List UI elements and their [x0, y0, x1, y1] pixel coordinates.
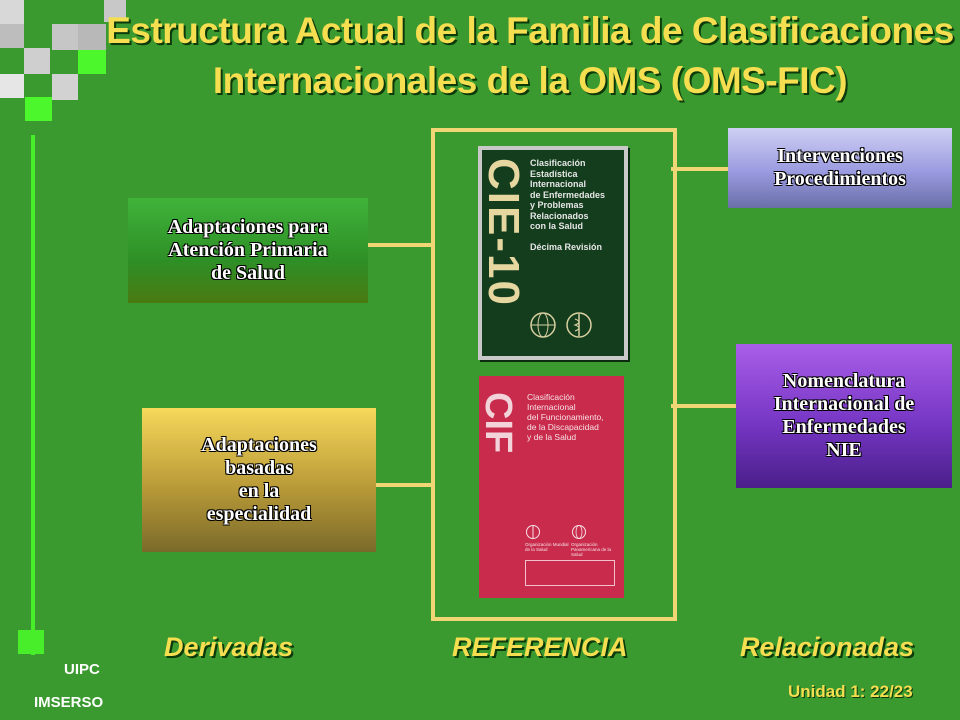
cie10-line: Internacional [530, 179, 587, 189]
cie10-line: con la Salud [530, 221, 584, 231]
title-line-1: Estructura Actual de la Familia de Clasi… [106, 10, 954, 51]
primary-care-line-1: Adaptaciones para [167, 216, 329, 238]
connector-specialty [376, 483, 433, 487]
specialty-line-2: basadas [225, 457, 293, 479]
cif-org-paho: Organización Panamericana de la Salud [571, 542, 612, 557]
column-label-reference: REFERENCIA [452, 632, 628, 662]
decor-square [24, 48, 50, 74]
globe-emblem-icon [530, 312, 556, 338]
specialty-line-3: en la [238, 480, 280, 502]
decor-square [52, 74, 78, 100]
title-line-2: Internacionales de la OMS (OMS-FIC) [212, 60, 848, 101]
cie10-line: Clasificación [530, 158, 586, 168]
decor-square [25, 97, 52, 121]
decor-square [104, 0, 126, 22]
cie10-line: y Problemas [530, 200, 584, 210]
cif-line: del Funcionamiento, [527, 412, 604, 422]
connector-primary-care [368, 243, 433, 247]
nomenclature-line-2: Internacional de [773, 393, 915, 415]
cie10-line: Estadística [530, 168, 578, 179]
decor-vertical-line [31, 135, 35, 655]
nomenclature-box: Nomenclatura Internacional de Enfermedad… [736, 344, 952, 488]
nomenclature-line-3: Enfermedades [782, 416, 906, 438]
paho-emblem-icon [572, 525, 586, 539]
org-label-uipc: UIPC [64, 661, 100, 678]
specialty-line-4: especialidad [206, 503, 312, 525]
decor-square [0, 74, 24, 98]
column-label-related: Relacionadas [740, 632, 915, 662]
cif-line: de la Discapacidad [527, 422, 599, 432]
cif-org-who: Organización Mundial de la Salud [525, 542, 569, 552]
connector-nomenclature [671, 404, 738, 408]
nomenclature-line-4: NIE [826, 439, 862, 461]
specialty-line-1: Adaptaciones [201, 434, 317, 456]
decor-square [0, 24, 24, 48]
cif-line: Clasificación [527, 392, 575, 402]
who-emblem-icon [566, 312, 592, 338]
connector-interventions [671, 167, 729, 171]
decor-square [52, 24, 78, 50]
column-label-derived: Derivadas [164, 632, 294, 662]
cif-line: Internacional [527, 402, 576, 412]
interventions-box: Intervenciones Procedimientos [728, 128, 952, 208]
decor-square [0, 0, 24, 24]
primary-care-line-3: de Salud [211, 262, 285, 284]
nomenclature-line-1: Nomenclatura [782, 370, 906, 392]
cie10-line: de Enfermedades [530, 189, 606, 200]
cie10-line: Relacionados [530, 210, 589, 221]
decor-square [78, 50, 106, 74]
cie10-title-block: Clasificación Estadística Internacional … [530, 158, 626, 252]
cie10-book-cover: CIE-10 Clasificación Estadística Interna… [478, 146, 628, 360]
cie10-spine-title: CIE-10 [479, 158, 528, 307]
slide-number: Unidad 1: 22/23 [788, 682, 913, 701]
who-emblem-icon [526, 525, 540, 539]
primary-care-line-2: Atención Primaria [168, 239, 328, 261]
publisher-logo-block [525, 560, 615, 586]
cif-line: y de la Salud [527, 432, 577, 442]
decor-square [78, 24, 106, 50]
cif-title-block: Clasificación Internacional del Funciona… [527, 392, 622, 442]
interventions-line-1: Intervenciones [777, 145, 903, 167]
cif-spine-title: CIF [477, 392, 519, 454]
reference-frame [431, 128, 677, 621]
org-label-imserso: IMSERSO [34, 694, 104, 711]
primary-care-adaptations-box: Adaptaciones para Atención Primaria de S… [128, 198, 368, 303]
specialty-adaptations-box: Adaptaciones basadas en la especialidad [142, 408, 376, 552]
cif-book-cover: CIF Clasificación Internacional del Func… [477, 376, 624, 598]
cie10-edition: Décima Revisión [530, 241, 603, 252]
page-title: Estructura Actual de la Familia de Clasi… [100, 6, 960, 106]
interventions-line-2: Procedimientos [774, 168, 906, 190]
